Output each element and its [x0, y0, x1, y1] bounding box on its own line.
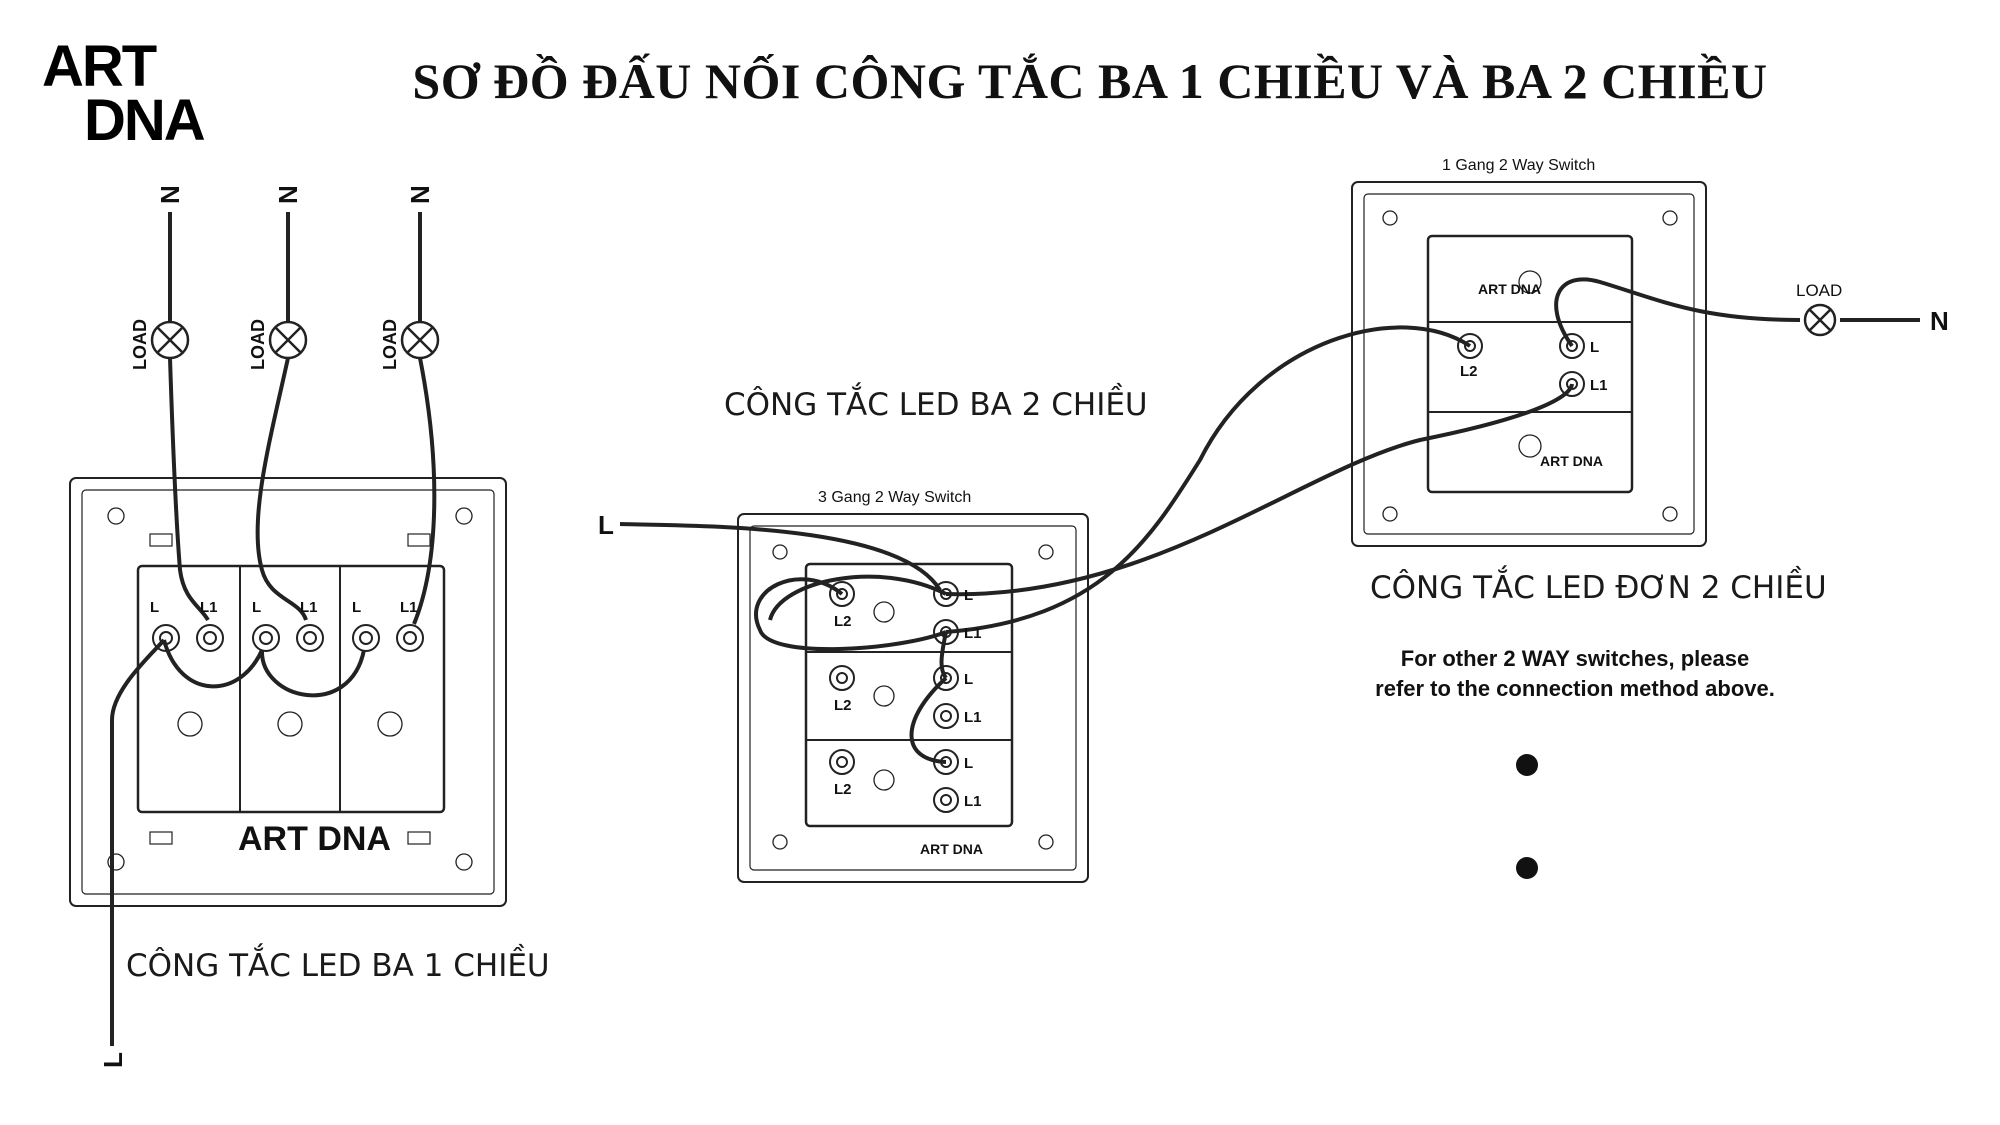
left-terminal-l-3: L: [352, 599, 361, 616]
right-neutral-label: N: [1930, 306, 1949, 336]
middle-live-label: L: [598, 510, 614, 540]
bullet-dot-1: [1516, 754, 1538, 776]
left-terminal-l1-1: L1: [200, 599, 218, 616]
right-terminal-l2: L2: [1460, 363, 1478, 380]
left-terminal-l1-3: L1: [400, 599, 418, 616]
right-terminal-l: L: [1590, 339, 1599, 356]
load-label-3: LOAD: [380, 319, 400, 370]
right-brand-label-top: ART DNA: [1478, 281, 1541, 297]
bullet-dot-2: [1516, 857, 1538, 879]
left-load-lamps: [150, 320, 440, 360]
svg-text:ART: ART: [42, 36, 157, 99]
caption-three-gang-two-way: CÔNG TẮC LED BA 2 CHIỀU: [724, 387, 1148, 423]
middle-wires: [619, 522, 948, 764]
right-brand-label-bottom: ART DNA: [1540, 453, 1603, 469]
middle-terminal-l2-3: L2: [834, 781, 852, 798]
middle-terminal-l2-1: L2: [834, 613, 852, 630]
middle-terminal-l-2: L: [964, 671, 973, 688]
left-terminal-l-2: L: [252, 599, 261, 616]
note-line-2: refer to the connection method above.: [1375, 676, 1775, 701]
right-terminal-l1: L1: [1590, 377, 1608, 394]
page-title: SƠ ĐỒ ĐẤU NỐI CÔNG TẮC BA 1 CHIỀU VÀ BA …: [412, 53, 1768, 109]
one-gang-two-way-switch: [1351, 181, 1707, 547]
svg-text:DNA: DNA: [84, 88, 205, 146]
note-line-1: For other 2 WAY switches, please: [1400, 646, 1750, 671]
middle-terminal-l1-3: L1: [964, 793, 982, 810]
caption-one-gang-two-way: CÔNG TẮC LED ĐƠN 2 CHIỀU: [1370, 570, 1827, 606]
right-switch-header: 1 Gang 2 Way Switch: [1442, 157, 1595, 174]
left-live-label: L: [98, 1052, 128, 1068]
three-gang-one-way-switch: [69, 477, 507, 907]
left-live-wires: [110, 638, 366, 1046]
artdna-logo: ART DNA: [42, 36, 207, 146]
right-wires: [945, 277, 1920, 634]
neutral-label-1: N: [155, 185, 185, 204]
load-label-1: LOAD: [130, 319, 150, 370]
caption-three-gang-one-way: CÔNG TẮC LED BA 1 CHIỀU: [126, 948, 550, 984]
neutral-label-3: N: [405, 185, 435, 204]
right-load-lamp: [1803, 303, 1837, 337]
middle-terminal-l-1: L: [964, 587, 973, 604]
middle-terminal-l1-1: L1: [964, 625, 982, 642]
middle-terminal-l2-2: L2: [834, 697, 852, 714]
left-load-wires: [168, 212, 437, 625]
left-terminal-l-1: L: [150, 599, 159, 616]
middle-terminal-l1-2: L1: [964, 709, 982, 726]
right-load-label: LOAD: [1796, 281, 1842, 300]
left-terminal-l1-2: L1: [300, 599, 318, 616]
middle-terminal-l-3: L: [964, 755, 973, 772]
load-label-2: LOAD: [248, 319, 268, 370]
three-gang-two-way-switch: [737, 513, 1089, 883]
neutral-label-2: N: [273, 185, 303, 204]
left-brand-label: ART DNA: [238, 820, 391, 858]
middle-brand-label: ART DNA: [920, 841, 983, 857]
middle-switch-header: 3 Gang 2 Way Switch: [818, 489, 971, 506]
note-text: For other 2 WAY switches, please refer t…: [1310, 644, 1840, 704]
